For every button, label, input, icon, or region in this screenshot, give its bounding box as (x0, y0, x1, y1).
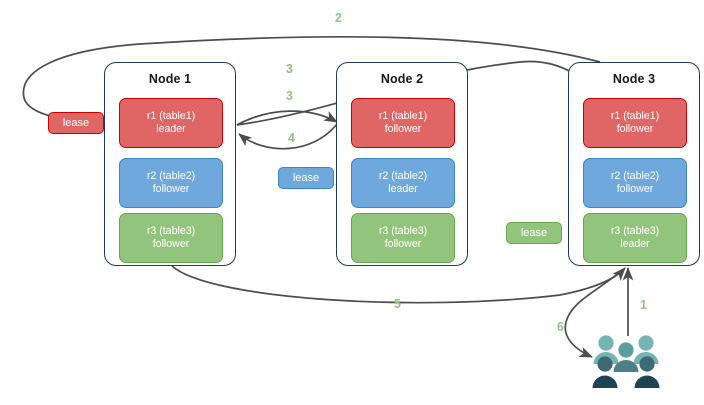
replica-name: r3 (table3) (146, 224, 196, 237)
replica-role: leader (156, 123, 186, 135)
replica-role: follower (616, 183, 654, 195)
step-label-3-lower: 3 (286, 89, 293, 103)
step-label-4: 4 (288, 131, 295, 145)
node-title: Node 2 (380, 72, 424, 86)
replica-r2-node3[interactable]: r2 (table2) follower (583, 158, 687, 208)
replica-r2-node1[interactable]: r2 (table2) follower (119, 158, 223, 208)
replica-name: r3 (table3) (378, 224, 428, 237)
replica-r1-node3[interactable]: r1 (table1) follower (583, 98, 687, 148)
step-label-2: 2 (335, 11, 342, 25)
replica-r1-node2[interactable]: r1 (table1) follower (351, 98, 455, 148)
replica-name: r2 (table2) (146, 169, 196, 182)
replica-role: follower (152, 183, 190, 195)
node-box-3[interactable]: Node 3 r1 (table1) follower r2 (table2) … (568, 62, 700, 266)
node-box-1[interactable]: Node 1 r1 (table1) leader r2 (table2) fo… (104, 62, 236, 266)
replica-name: r2 (table2) (610, 169, 660, 182)
step-label-6: 6 (557, 320, 564, 334)
replica-r3-node2[interactable]: r3 (table3) follower (351, 213, 455, 263)
replica-name: r1 (table1) (378, 109, 428, 122)
arrow-step-4 (238, 123, 338, 150)
step-label-1: 1 (640, 298, 647, 312)
replica-name: r3 (table3) (610, 224, 660, 237)
arrow-step-2 (22, 35, 601, 129)
replica-role: leader (620, 238, 650, 250)
replica-role: follower (384, 238, 422, 250)
replica-name: r2 (table2) (378, 169, 428, 182)
arrow-step-5 (171, 265, 626, 304)
arrow-step-6 (564, 269, 623, 358)
replica-r3-node1[interactable]: r3 (table3) follower (119, 213, 223, 263)
replica-role: leader (388, 183, 418, 195)
replica-role: follower (384, 123, 422, 135)
replica-r1-node1[interactable]: r1 (table1) leader (119, 98, 223, 148)
step-label-5: 5 (394, 297, 401, 311)
replica-role: follower (616, 123, 654, 135)
replica-name: r1 (table1) (146, 109, 196, 122)
replica-r3-node3[interactable]: r3 (table3) leader (583, 213, 687, 263)
lease-badge-green[interactable]: lease (506, 222, 562, 244)
replica-role: follower (152, 238, 190, 250)
replica-r2-node2[interactable]: r2 (table2) leader (351, 158, 455, 208)
step-label-3-upper: 3 (286, 62, 293, 76)
node-title: Node 1 (148, 72, 192, 86)
replica-name: r1 (table1) (610, 109, 660, 122)
arrow-step-3-to-node2 (236, 110, 338, 126)
node-box-2[interactable]: Node 2 r1 (table1) follower r2 (table2) … (336, 62, 468, 266)
lease-badge-blue[interactable]: lease (278, 167, 334, 189)
people-group-icon[interactable] (592, 332, 664, 390)
lease-badge-red[interactable]: lease (48, 112, 104, 134)
node-title: Node 3 (612, 72, 656, 86)
